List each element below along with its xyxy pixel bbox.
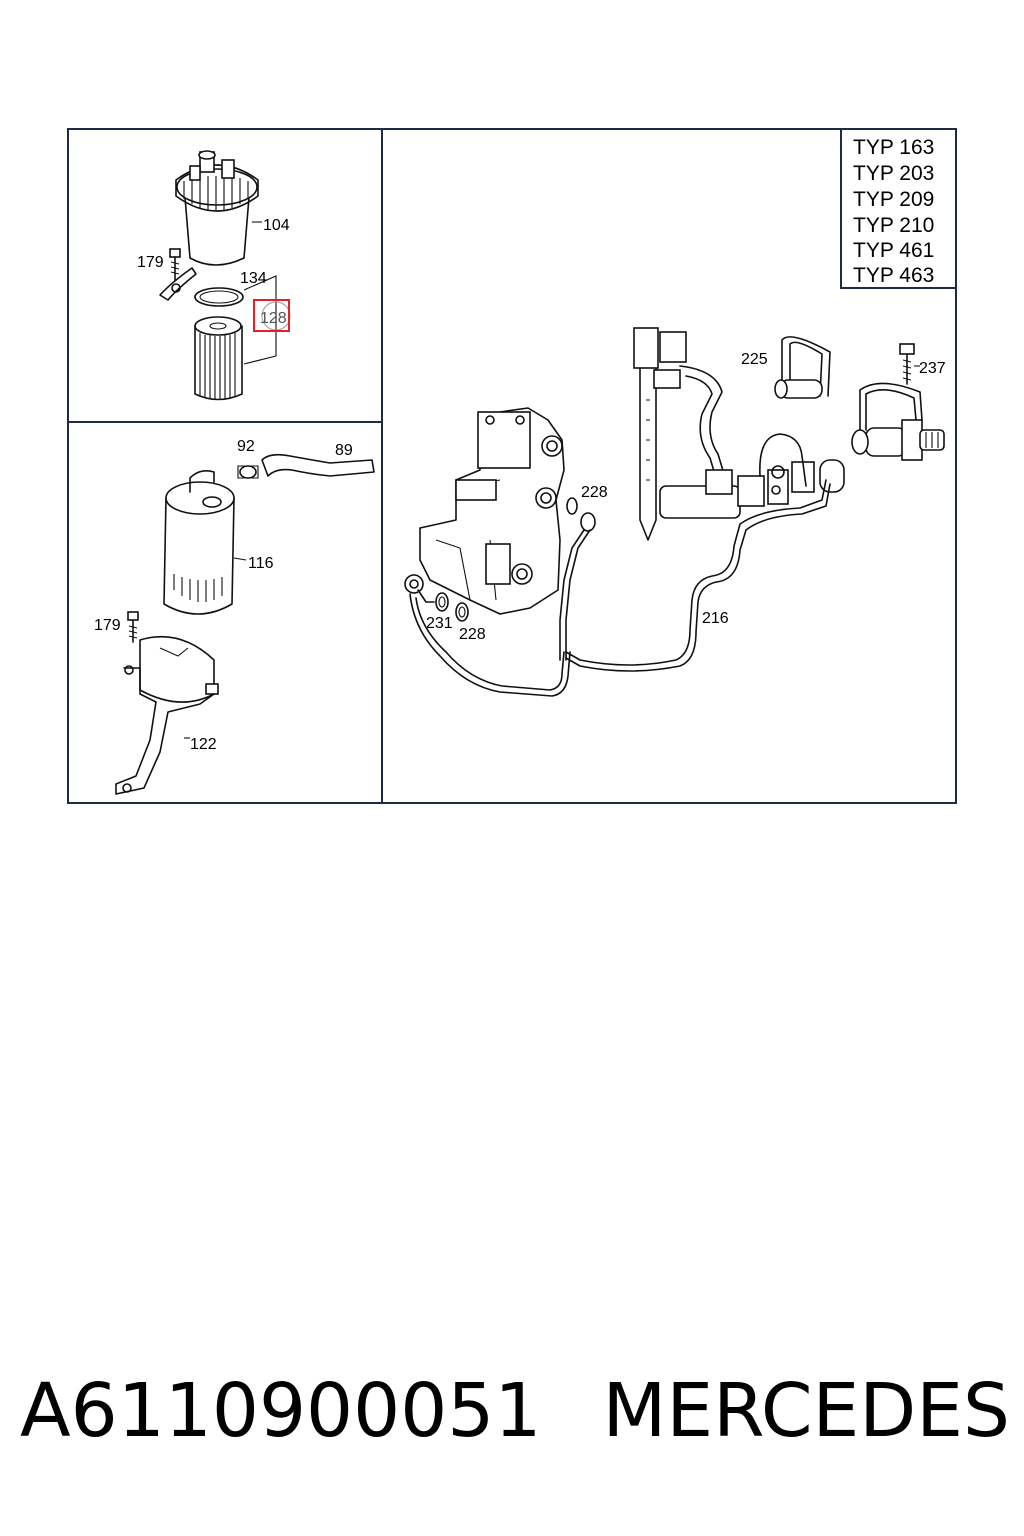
bolt-237-drawing — [899, 343, 920, 385]
banjo-fitting-drawing — [404, 497, 596, 622]
callout-labels: 104 179 134 128 92 89 116 179 122 225 23… — [94, 217, 946, 753]
callout-116: 116 — [248, 555, 274, 572]
bolt-2-drawing — [127, 611, 139, 643]
callout-128: 128 — [260, 310, 287, 327]
type-list-item: TYP 209 — [853, 188, 934, 211]
fuel-filter-drawing — [163, 453, 375, 615]
bracket-122-drawing — [115, 635, 219, 795]
parts-diagram: TYP 163 TYP 203 TYP 209 TYP 210 TYP 461 … — [67, 128, 957, 804]
pressure-valve-drawing — [851, 382, 945, 461]
injector-drawing — [633, 327, 725, 541]
callout-228-lower: 228 — [459, 626, 486, 643]
type-list-item: TYP 203 — [853, 162, 934, 185]
type-list-item: TYP 461 — [853, 239, 934, 262]
callout-134: 134 — [240, 270, 267, 287]
brand-name: MERCEDES — [602, 1368, 1010, 1454]
o-ring-drawing — [194, 287, 244, 307]
callout-122: 122 — [190, 736, 217, 753]
callout-225: 225 — [741, 351, 768, 368]
filter-housing-drawing — [175, 150, 262, 266]
part-number: A6110900051 — [20, 1368, 542, 1454]
fuel-rail-drawing — [659, 433, 845, 519]
diagram-frames — [67, 128, 957, 804]
callout-231: 231 — [426, 615, 453, 632]
clip-225-drawing — [774, 336, 831, 399]
fuel-lines-drawing — [409, 479, 831, 697]
high-pressure-pump-drawing — [419, 407, 565, 615]
callout-92: 92 — [237, 438, 255, 455]
type-list-item: TYP 463 — [853, 264, 934, 287]
type-list-item: TYP 163 — [853, 136, 934, 159]
callout-179-lower: 179 — [94, 617, 121, 634]
type-list-item: TYP 210 — [853, 214, 934, 237]
callout-216: 216 — [702, 610, 729, 627]
callout-237: 237 — [919, 360, 946, 377]
bolt-bracket-drawing — [159, 248, 197, 301]
filter-element-drawing — [194, 275, 277, 401]
callout-228: 228 — [581, 484, 608, 501]
callout-128-highlight — [253, 299, 291, 332]
part-caption: A6110900051 MERCEDES — [20, 1368, 1010, 1454]
callout-104: 104 — [263, 217, 290, 234]
type-list-box: TYP 163 TYP 203 TYP 209 TYP 210 TYP 461 … — [840, 128, 957, 289]
callout-179: 179 — [137, 254, 164, 271]
callout-89: 89 — [335, 442, 353, 459]
